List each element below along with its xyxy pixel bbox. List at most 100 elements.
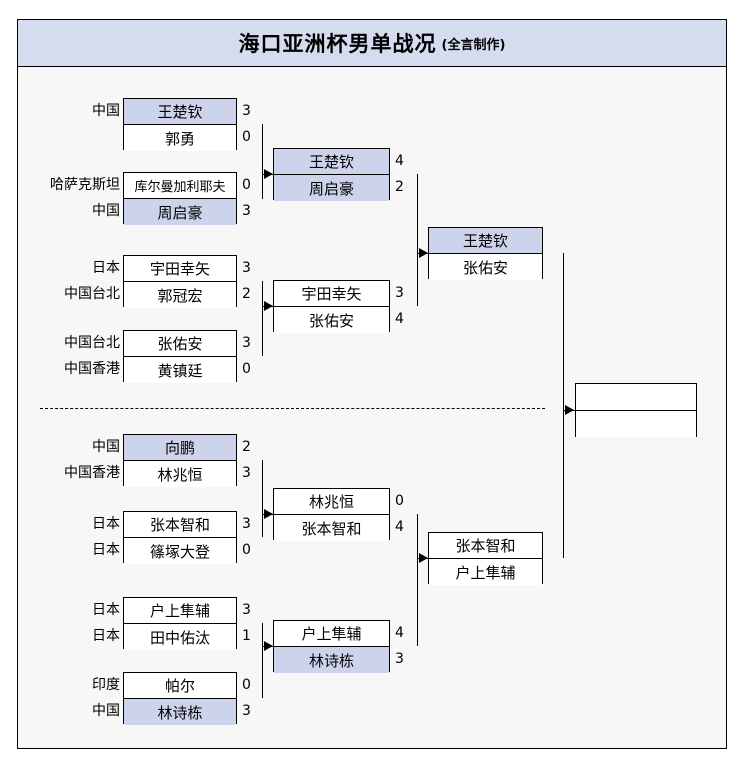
- score-value: 1: [242, 628, 251, 644]
- player-row: 帕尔: [124, 673, 236, 699]
- match-box[interactable]: 宇田幸矢 张佑安: [273, 280, 390, 333]
- player-row: 周启豪: [274, 175, 389, 201]
- half-divider: [40, 408, 545, 409]
- player-row: 王楚钦: [429, 228, 542, 254]
- country-label: 日本: [92, 542, 120, 558]
- connector-arrow: [264, 509, 273, 519]
- score-value: 3: [242, 516, 251, 532]
- player-row: 周启豪: [124, 199, 236, 225]
- player-row: 户上隼辅: [274, 621, 389, 647]
- player-row: 向鹏: [124, 435, 236, 461]
- player-row: 林诗栋: [124, 699, 236, 725]
- player-row: 林诗栋: [274, 647, 389, 673]
- country-label: 日本: [92, 260, 120, 276]
- match-box[interactable]: 张佑安 黄镇廷: [123, 330, 237, 383]
- country-label: 中国台北: [64, 335, 120, 351]
- score-value: 4: [395, 153, 404, 169]
- match-box[interactable]: 库尔曼加利耶夫 周启豪: [123, 172, 237, 225]
- score-value: 3: [242, 703, 251, 719]
- score-value: 0: [242, 129, 251, 145]
- country-label: 中国: [92, 703, 120, 719]
- player-row: 林兆恒: [124, 461, 236, 487]
- country-label: 中国香港: [64, 361, 120, 377]
- match-box[interactable]: 张本智和 篠塚大登: [123, 511, 237, 564]
- match-box[interactable]: 张本智和 户上隼辅: [428, 532, 543, 585]
- connector-arrow: [419, 248, 428, 258]
- match-box[interactable]: 王楚钦 郭勇: [123, 98, 237, 151]
- connector-arrow: [264, 169, 273, 179]
- connector-line: [262, 281, 263, 356]
- connector-line: [563, 253, 564, 558]
- player-row: 田中佑汰: [124, 624, 236, 650]
- match-box[interactable]: 王楚钦 张佑安: [428, 227, 543, 280]
- country-label: 中国: [92, 439, 120, 455]
- player-row: 张本智和: [429, 533, 542, 559]
- match-box-final[interactable]: [575, 383, 697, 437]
- connector-line: [262, 623, 263, 698]
- match-box[interactable]: 林兆恒 张本智和: [273, 488, 390, 541]
- match-box[interactable]: 帕尔 林诗栋: [123, 672, 237, 725]
- score-value: 3: [395, 285, 404, 301]
- player-row: 黄镇廷: [124, 357, 236, 383]
- player-row: 郭冠宏: [124, 282, 236, 308]
- score-value: 3: [242, 203, 251, 219]
- score-value: 2: [242, 286, 251, 302]
- player-row: 林兆恒: [274, 489, 389, 515]
- score-value: 2: [395, 179, 404, 195]
- match-box[interactable]: 户上隼辅 田中佑汰: [123, 597, 237, 650]
- score-value: 3: [242, 602, 251, 618]
- score-value: 3: [395, 651, 404, 667]
- page-subtitle: (全言制作): [441, 37, 506, 53]
- country-label: 中国香港: [64, 465, 120, 481]
- connector-line: [417, 514, 418, 646]
- player-row: [576, 384, 696, 411]
- score-value: 0: [395, 493, 404, 509]
- score-value: 4: [395, 311, 404, 327]
- score-value: 0: [242, 177, 251, 193]
- player-row: 郭勇: [124, 125, 236, 151]
- country-label: 中国台北: [64, 286, 120, 302]
- country-label: 日本: [92, 602, 120, 618]
- connector-line: [262, 124, 263, 199]
- connector-line: [262, 460, 263, 537]
- connector-arrow: [419, 553, 428, 563]
- connector-arrow: [264, 301, 273, 311]
- player-row: 张佑安: [429, 254, 542, 280]
- player-row: 篠塚大登: [124, 538, 236, 564]
- score-value: 3: [242, 103, 251, 119]
- player-row: 张佑安: [124, 331, 236, 357]
- score-value: 3: [242, 465, 251, 481]
- match-box[interactable]: 宇田幸矢 郭冠宏: [123, 255, 237, 308]
- match-box[interactable]: 向鹏 林兆恒: [123, 434, 237, 487]
- score-value: 0: [242, 361, 251, 377]
- player-row: 户上隼辅: [429, 559, 542, 585]
- title-band: 海口亚洲杯男单战况 (全言制作): [17, 19, 727, 67]
- country-label: 日本: [92, 516, 120, 532]
- player-row: 库尔曼加利耶夫: [124, 173, 236, 199]
- match-box[interactable]: 王楚钦 周启豪: [273, 148, 390, 201]
- country-label: 中国: [92, 103, 120, 119]
- country-label: 哈萨克斯坦: [50, 177, 120, 193]
- score-value: 0: [242, 542, 251, 558]
- page-title: 海口亚洲杯男单战况: [238, 32, 437, 56]
- connector-line: [417, 174, 418, 306]
- score-value: 3: [242, 260, 251, 276]
- player-row: 宇田幸矢: [124, 256, 236, 282]
- match-box[interactable]: 户上隼辅 林诗栋: [273, 620, 390, 673]
- country-label: [20, 124, 120, 150]
- score-value: 2: [242, 439, 251, 455]
- country-label: 印度: [92, 677, 120, 693]
- score-value: 4: [395, 625, 404, 641]
- score-value: 4: [395, 519, 404, 535]
- player-row: 王楚钦: [124, 99, 236, 125]
- player-row: 张佑安: [274, 307, 389, 333]
- player-row: 宇田幸矢: [274, 281, 389, 307]
- connector-arrow: [565, 405, 574, 415]
- player-row: [576, 411, 696, 437]
- player-row: 户上隼辅: [124, 598, 236, 624]
- player-row: 张本智和: [274, 515, 389, 541]
- player-row: 张本智和: [124, 512, 236, 538]
- score-value: 3: [242, 335, 251, 351]
- country-label: 中国: [92, 203, 120, 219]
